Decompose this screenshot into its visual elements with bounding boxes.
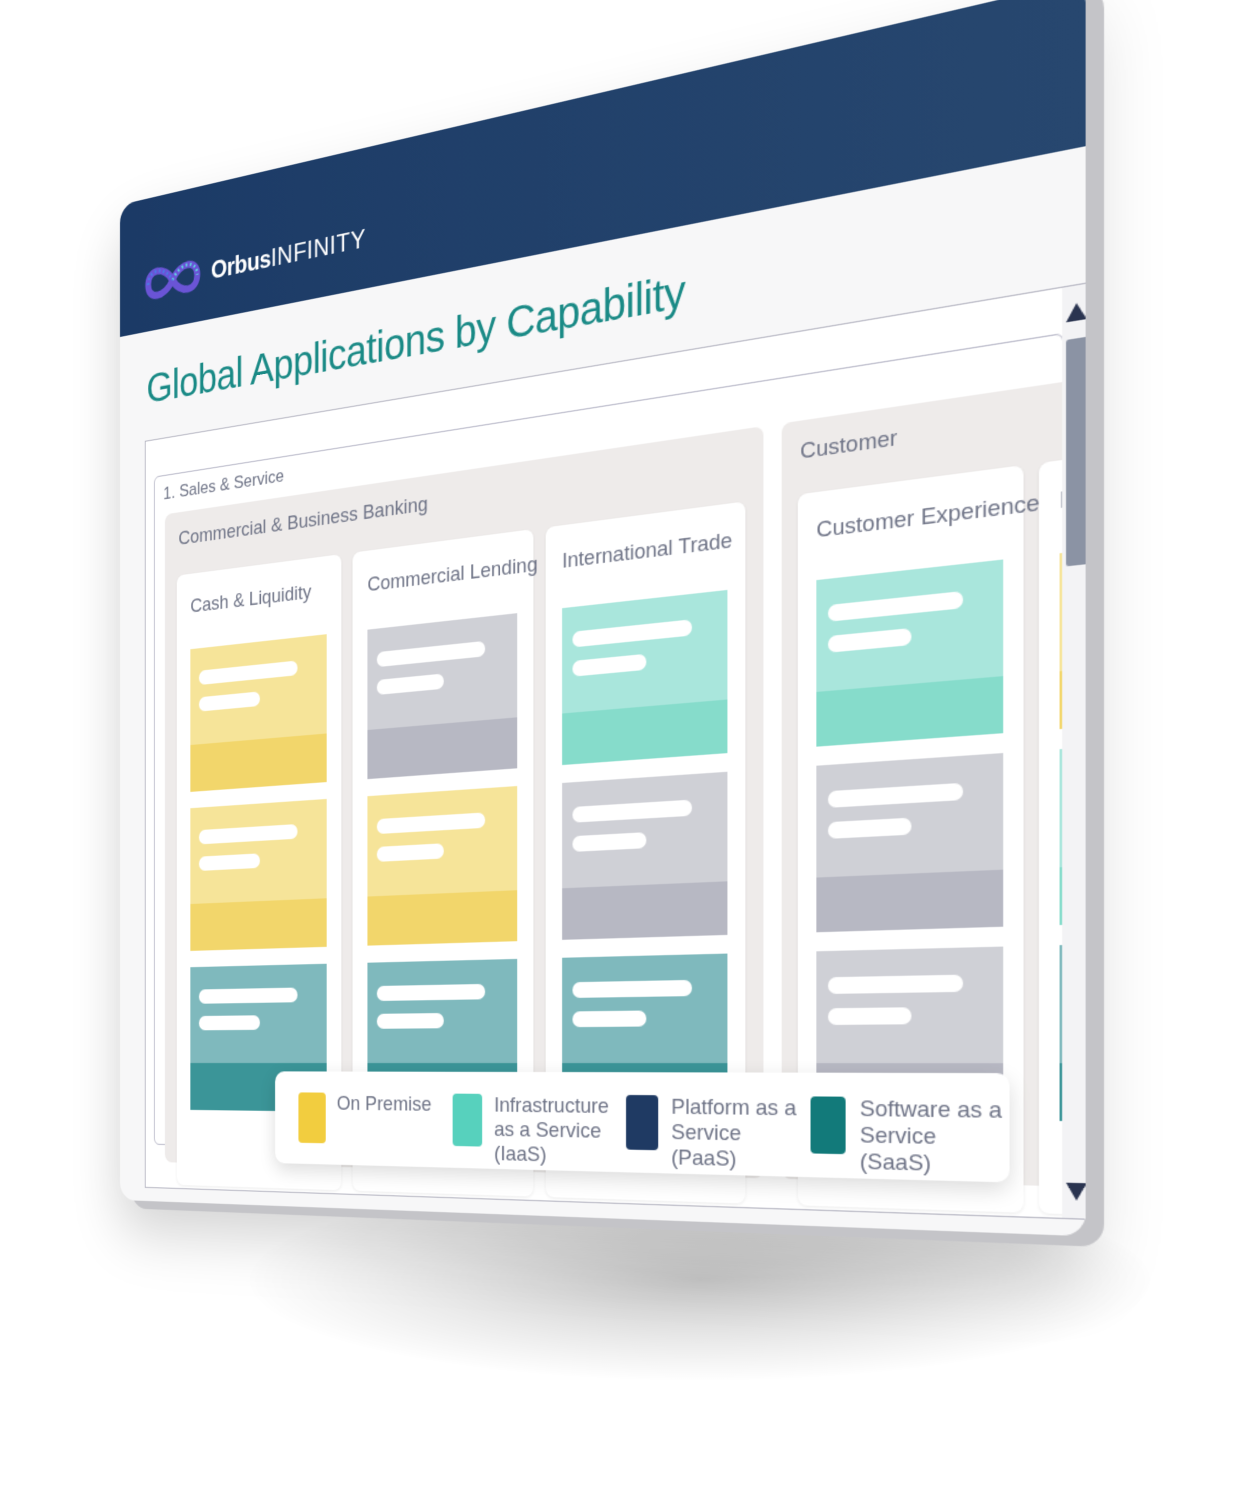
group-label: Customer xyxy=(800,425,898,465)
brand-product: INFINITY xyxy=(270,224,366,273)
application-card[interactable] xyxy=(367,786,518,946)
application-card[interactable] xyxy=(562,589,728,766)
vertical-scrollbar[interactable] xyxy=(1062,282,1086,1219)
brand[interactable]: Orbus INFINITY xyxy=(143,214,366,311)
group-label: Commercial & Business Banking xyxy=(178,492,428,550)
column-label: International Trade xyxy=(562,528,733,574)
capability-group-customer[interactable]: Customer Customer Experience Ma xyxy=(781,378,1086,1222)
capability-group-commercial-banking[interactable]: Commercial & Business Banking Cash & Liq… xyxy=(164,426,764,1204)
legend-item-paas: Platform as a Service (PaaS) xyxy=(626,1094,808,1175)
application-card[interactable] xyxy=(562,771,728,940)
triangle-down-icon[interactable] xyxy=(1066,1182,1086,1201)
legend-swatch xyxy=(452,1093,483,1147)
legend-swatch xyxy=(810,1096,846,1155)
diagram-canvas: 1. Sales & Service Commercial & Business… xyxy=(144,281,1086,1222)
column-label: Commercial Lending xyxy=(367,552,538,597)
legend-swatch xyxy=(298,1092,326,1144)
legend-label: Infrastructure as a Service (IaaS) xyxy=(494,1093,610,1167)
application-card[interactable] xyxy=(816,559,1004,747)
infinity-loop-icon xyxy=(143,249,202,310)
legend-label: Software as a Service (SaaS) xyxy=(859,1096,1003,1177)
legend-swatch xyxy=(626,1094,659,1151)
triangle-up-icon[interactable] xyxy=(1066,301,1086,323)
application-card[interactable] xyxy=(190,798,327,951)
scrollbar-thumb[interactable] xyxy=(1066,336,1086,567)
legend-label: On Premise xyxy=(336,1092,432,1117)
legend-item-saas: Software as a Service (SaaS) xyxy=(810,1096,1010,1180)
hosting-legend: On Premise Infrastructure as a Service (… xyxy=(275,1071,1010,1183)
column-label: Cash & Liquidity xyxy=(190,581,312,618)
legend-label: Platform as a Service (PaaS) xyxy=(671,1095,797,1172)
capability-group-sales-service: 1. Sales & Service Commercial & Business… xyxy=(154,332,1086,1222)
application-card[interactable] xyxy=(816,753,1004,933)
application-card[interactable] xyxy=(190,634,327,792)
app-window: Orbus INFINITY Global Applications by Ca… xyxy=(120,0,1086,1237)
legend-item-on-premise: On Premise xyxy=(298,1092,452,1146)
application-card[interactable] xyxy=(367,613,518,780)
legend-item-iaas: Infrastructure as a Service (IaaS) xyxy=(452,1093,620,1170)
brand-name: Orbus xyxy=(210,244,271,286)
column-label: Customer Experience xyxy=(816,490,1040,544)
